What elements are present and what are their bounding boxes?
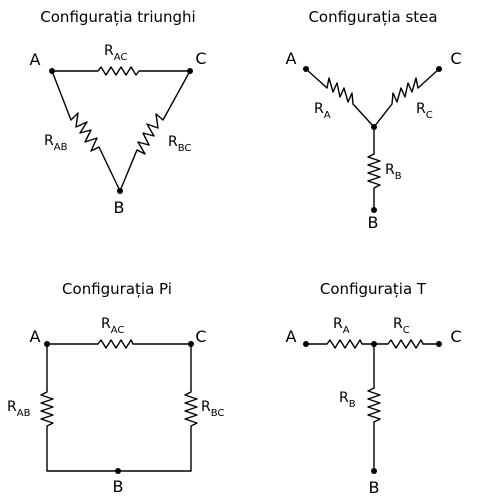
delta-node-c-label: C	[195, 49, 206, 68]
star-resistor-b-label: RB	[385, 162, 402, 182]
pi-wires	[40, 339, 198, 472]
delta-resistor-bc-main: R	[168, 134, 178, 150]
tee-wire-b	[367, 343, 381, 472]
tee-node-b-dot	[371, 468, 377, 474]
star-resistor-b-main: R	[385, 162, 395, 178]
pi-resistor-bc-sub: BC	[211, 408, 225, 419]
pi-panel: Configurația Pi A C B RAC RAB RBC	[7, 280, 224, 496]
delta-node-c-dot	[187, 68, 193, 74]
delta-resistor-ac-label: RAC	[104, 43, 127, 63]
pi-node-b-dot	[115, 468, 121, 474]
delta-wire-ac	[51, 66, 191, 76]
tee-node-a-dot	[303, 341, 309, 347]
tee-title: Configurația T	[320, 280, 427, 298]
star-node-b-dot	[371, 207, 377, 213]
pi-wire-ab	[40, 343, 192, 472]
pi-resistor-ac-main: R	[101, 316, 111, 332]
tee-resistor-b-sub: B	[349, 399, 356, 410]
tee-wires	[305, 339, 440, 472]
tee-resistor-a-sub: A	[343, 325, 350, 336]
tee-resistor-a-main: R	[333, 316, 343, 332]
star-title: Configurația stea	[308, 8, 437, 26]
delta-resistor-ab-label: RAB	[44, 133, 68, 153]
tee-node-a-label: A	[286, 327, 297, 346]
delta-title: Configurația triunghi	[40, 8, 195, 26]
star-resistor-c-label: RC	[416, 101, 433, 121]
tee-resistor-b-main: R	[339, 390, 349, 406]
tee-resistor-c-main: R	[393, 316, 403, 332]
delta-wire-bc	[119, 70, 191, 192]
delta-resistor-bc-label: RBC	[168, 134, 191, 154]
delta-wire-ab	[51, 70, 121, 192]
star-node-a-label: A	[286, 49, 297, 68]
pi-resistor-ab-sub: AB	[17, 408, 31, 419]
delta-resistor-bc-sub: BC	[178, 143, 192, 154]
star-resistor-a-main: R	[314, 101, 324, 117]
star-node-c-dot	[436, 66, 442, 72]
star-center-dot	[371, 124, 377, 130]
tee-resistor-c-sub: C	[403, 325, 410, 336]
pi-node-a-label: A	[30, 327, 41, 346]
pi-resistor-bc-label: RBC	[201, 399, 224, 419]
tee-wire-c	[373, 339, 440, 349]
delta-node-b-label: B	[114, 198, 125, 217]
delta-wires	[51, 66, 191, 192]
star-node-a-dot	[303, 66, 309, 72]
star-wires	[305, 68, 440, 211]
tee-junction-dot	[371, 341, 377, 347]
tee-node-b-label: B	[369, 478, 380, 497]
pi-node-c-dot	[188, 341, 194, 347]
star-resistor-c-main: R	[416, 101, 426, 117]
pi-wire-ac	[46, 339, 192, 349]
star-resistor-b-sub: B	[395, 171, 402, 182]
star-wire-a	[305, 68, 375, 128]
delta-resistor-ab-sub: AB	[54, 142, 68, 153]
tee-panel: Configurația T A C B RA RC RB	[286, 280, 462, 497]
pi-node-a-dot	[44, 341, 50, 347]
pi-wire-bc	[184, 343, 198, 472]
star-resistor-c-sub: C	[426, 110, 433, 121]
pi-resistor-ab-main: R	[7, 399, 17, 415]
pi-node-c-label: C	[195, 327, 206, 346]
delta-node-a-dot	[49, 68, 55, 74]
pi-node-b-label: B	[113, 477, 124, 496]
star-node-c-label: C	[450, 49, 461, 68]
delta-resistor-ac-main: R	[104, 43, 114, 59]
delta-resistor-ab-main: R	[44, 133, 54, 149]
tee-wire-a	[305, 339, 375, 349]
delta-panel: Configurația triunghi A C B RAC RAB RBC	[30, 8, 207, 217]
tee-resistor-a-label: RA	[333, 316, 350, 336]
star-node-b-label: B	[368, 213, 379, 232]
star-resistor-a-sub: A	[324, 110, 331, 121]
star-wire-b	[367, 126, 381, 211]
pi-resistor-bc-main: R	[201, 399, 211, 415]
pi-resistor-ab-label: RAB	[7, 399, 31, 419]
delta-resistor-ac-sub: AC	[114, 52, 128, 63]
pi-title: Configurația Pi	[62, 280, 172, 298]
delta-node-a-label: A	[30, 50, 41, 69]
tee-resistor-b-label: RB	[339, 390, 356, 410]
delta-node-b-dot	[117, 188, 123, 194]
star-resistor-a-label: RA	[314, 101, 331, 121]
pi-resistor-ac-label: RAC	[101, 316, 124, 336]
tee-node-c-label: C	[450, 327, 461, 346]
tee-node-c-dot	[436, 341, 442, 347]
star-panel: Configurația stea A C B RA RC RB	[286, 8, 462, 232]
tee-resistor-c-label: RC	[393, 316, 410, 336]
pi-resistor-ac-sub: AC	[111, 325, 125, 336]
star-wire-c	[373, 68, 440, 128]
